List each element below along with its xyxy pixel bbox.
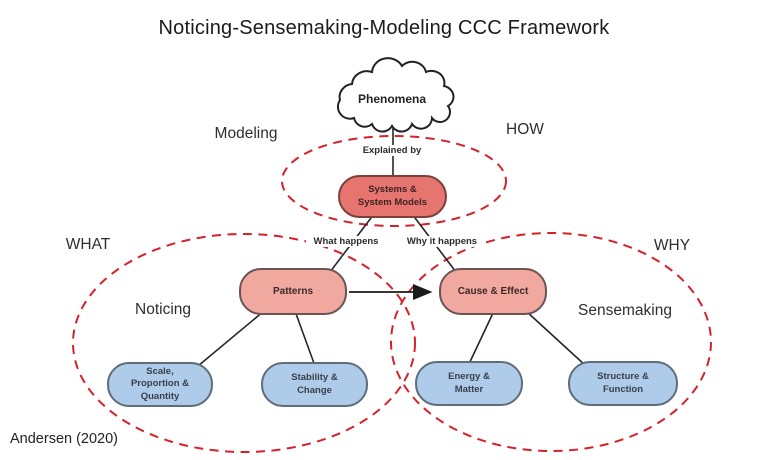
region-question-how: HOW: [506, 121, 544, 138]
edge-label-explained-by: Explained by: [350, 145, 434, 156]
region-label-noticing: Noticing: [135, 301, 191, 318]
modeling-region-ellipse: [281, 135, 507, 227]
region-question-why: WHY: [653, 237, 691, 254]
region-label-modeling: Modeling: [214, 125, 278, 142]
node-cause-and-effect: Cause & Effect: [439, 268, 547, 315]
sensemaking-region-ellipse: [390, 232, 712, 452]
page-title: Noticing-Sensemaking-Modeling CCC Framew…: [158, 17, 610, 39]
noticing-region-ellipse: [72, 233, 416, 453]
node-stability-and-change: Stability & Change: [261, 362, 368, 407]
cloud-shape: [337, 57, 455, 133]
node-structure-and-function: Structure & Function: [568, 361, 678, 406]
region-question-what: WHAT: [65, 236, 111, 253]
edge-patterns-stability: [294, 310, 316, 367]
node-patterns: Patterns: [239, 268, 347, 315]
node-scale-proportion-quantity: Scale, Proportion & Quantity: [107, 362, 213, 407]
node-systems-and-system-models: Systems & System Models: [338, 175, 447, 218]
node-energy-and-matter: Energy & Matter: [415, 361, 523, 406]
edge-causeeffect-structure: [525, 310, 587, 367]
edge-causeeffect-energy: [467, 310, 495, 367]
edge-label-what-happens: What happens: [306, 236, 386, 247]
region-label-sensemaking: Sensemaking: [578, 302, 672, 319]
edge-patterns-scale: [197, 310, 265, 367]
edge-label-why-it-happens: Why it happens: [399, 236, 485, 247]
citation: Andersen (2020): [10, 431, 119, 447]
node-phenomena: Phenomena: [357, 92, 426, 106]
